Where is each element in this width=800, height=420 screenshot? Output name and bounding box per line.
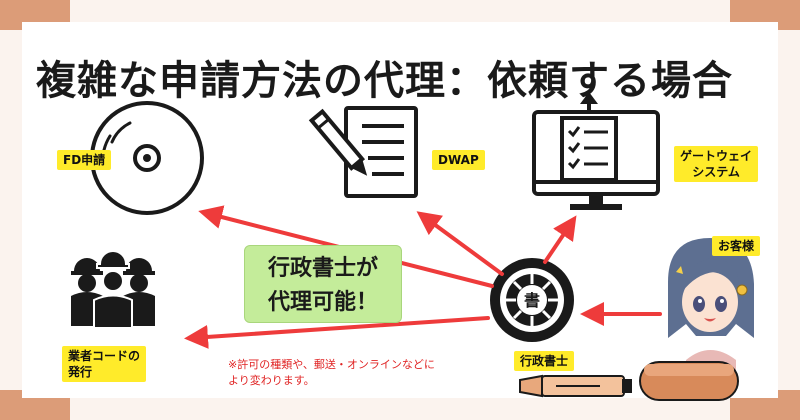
document-pen-icon [308,106,418,198]
center-callout-line1: 行政書士が [267,256,378,281]
label-fd: FD申請 [57,150,112,170]
monitor-checklist-icon [532,92,660,210]
arrow-to-dwap [416,211,504,276]
footnote-line2: より変わります。 [228,374,315,387]
pen-decoration [519,374,632,398]
label-dwap: DWAP [432,150,485,170]
footnote-line1: ※許可の種類や、郵送・オンラインなどに [228,358,435,371]
footnote: ※許可の種類や、郵送・オンラインなどに より変わります。 [228,357,435,389]
center-callout: 行政書士が 代理可能！ [244,245,402,323]
center-callout-line2: 代理可能！ [267,290,378,315]
label-vendor: 業者コードの 発行 [62,346,147,382]
workers-group-icon [71,250,155,329]
label-scrivener: 行政書士 [514,351,575,371]
seal-character: 書 [524,291,540,310]
label-vendor-line2: 発行 [68,365,93,379]
scrivener-seal-icon [490,258,574,342]
label-gateway: ゲートウェイ システム [674,146,759,182]
arrow-to-vendor [184,316,490,349]
eraser-decoration [639,361,739,401]
page-title: 複雑な申請方法の代理：依頼する場合 [36,58,733,104]
white-board [22,22,778,398]
label-vendor-line1: 業者コードの [68,349,141,363]
label-gateway-line1: ゲートウェイ [680,149,753,163]
label-customer: お客様 [712,236,761,256]
label-gateway-line2: システム [692,165,740,179]
arrow-to-gateway [543,215,577,264]
